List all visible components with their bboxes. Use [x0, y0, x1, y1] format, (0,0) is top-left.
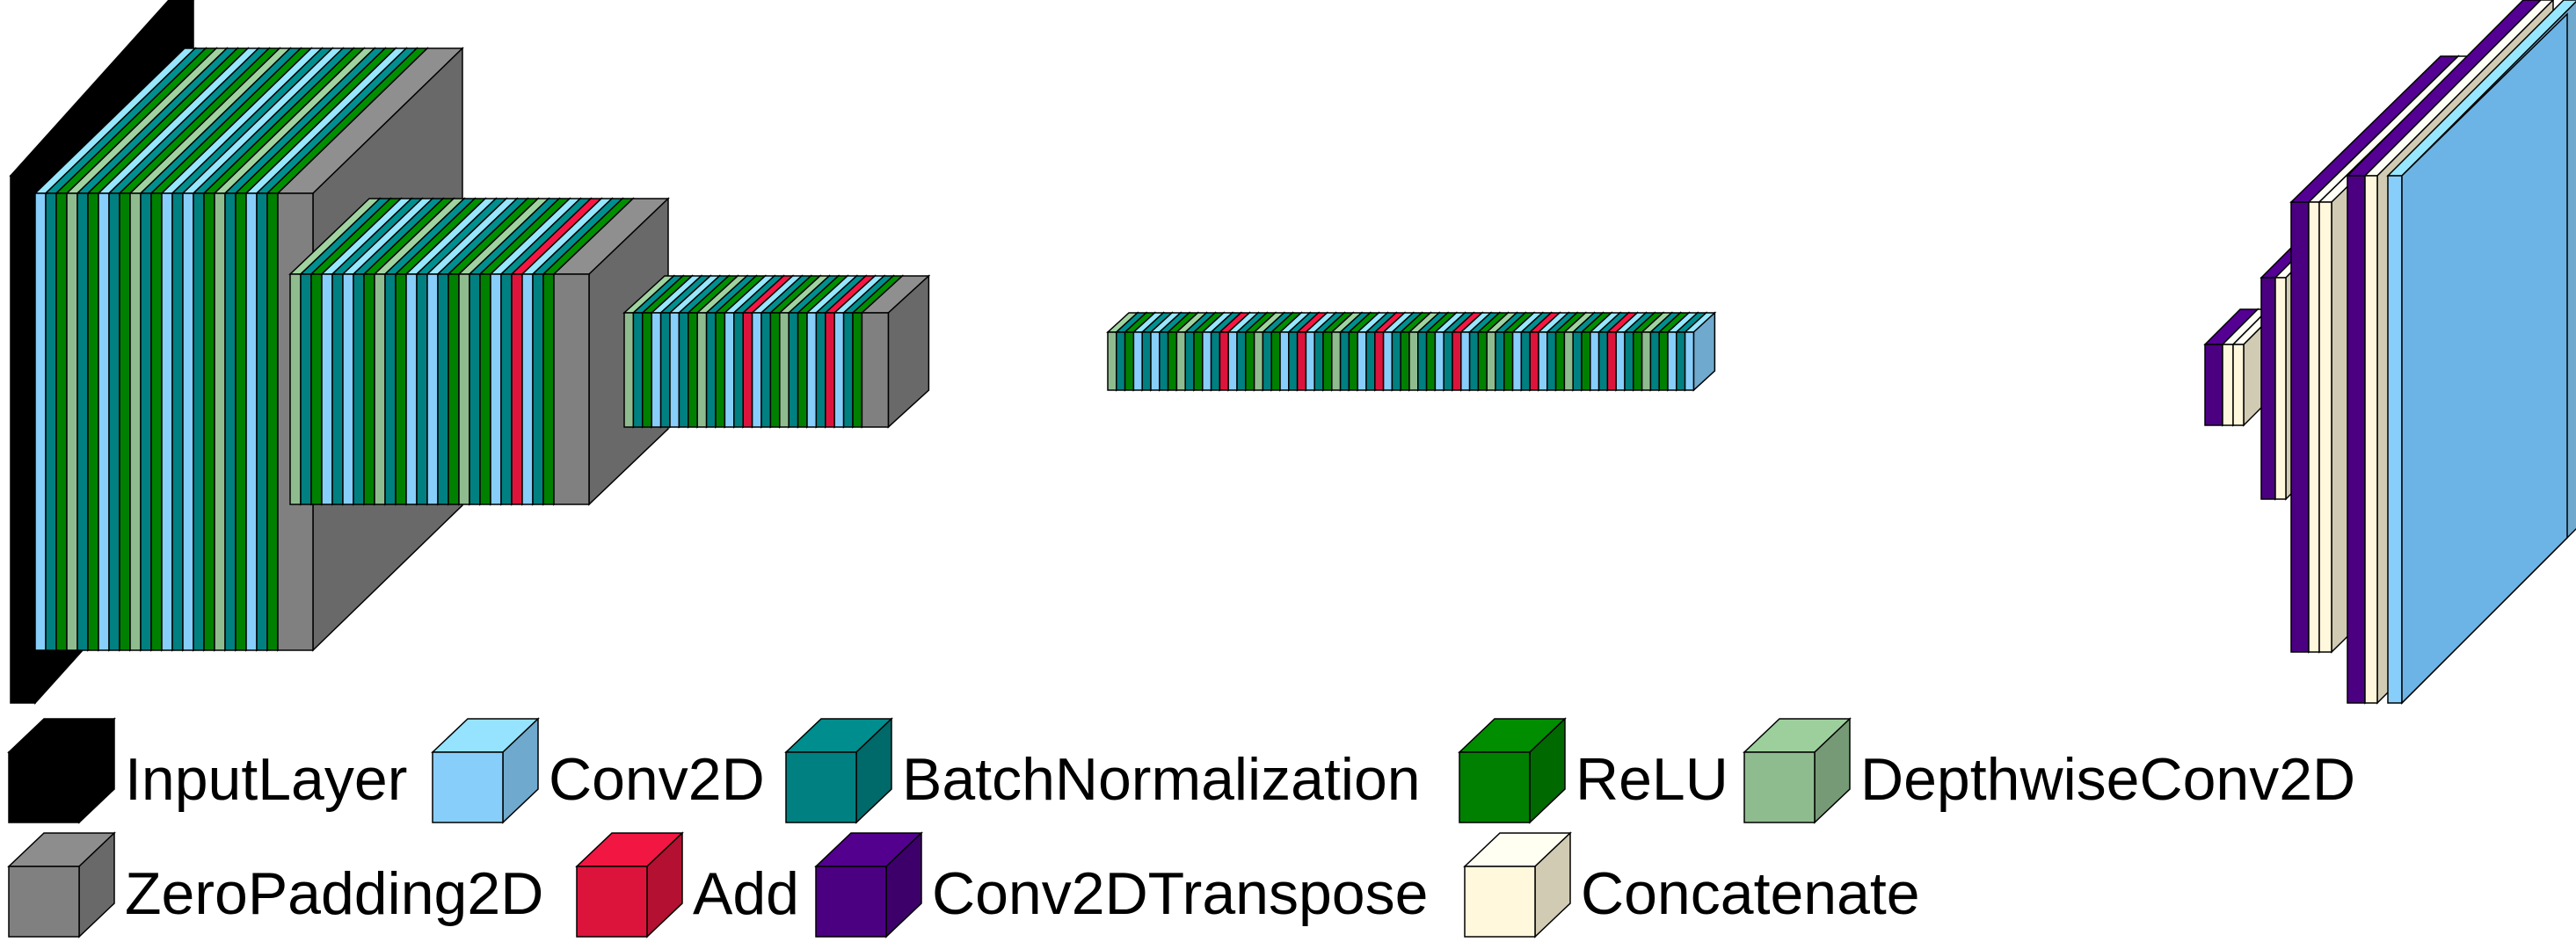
conv-layer-stage4-67 [1683, 311, 1717, 392]
legend-label: Conv2DTranspose [932, 860, 1428, 927]
legend-swatch [8, 866, 80, 938]
legend-item-concat: Concatenate [1463, 831, 1920, 938]
legend-label: ReLU [1575, 746, 1728, 813]
legend-swatch [815, 866, 887, 938]
zp-layer-stage3-26 [860, 274, 931, 429]
legend-swatch [8, 751, 80, 823]
legend-label: ZeroPadding2D [125, 860, 543, 927]
legend-swatch [1743, 751, 1816, 823]
legend-label: BatchNormalization [902, 746, 1421, 813]
legend-swatch [432, 751, 504, 823]
legend-label: Conv2D [549, 746, 765, 813]
legend-label: InputLayer [125, 746, 407, 813]
layer-stack [9, 0, 2576, 705]
legend-item-add: Add [575, 831, 799, 938]
legend: InputLayer Conv2D BatchNormalization ReLU De… [7, 717, 2355, 938]
legend-item-relu: ReLU [1458, 717, 1728, 824]
legend-swatch [785, 751, 857, 823]
legend-item-input: InputLayer [7, 717, 407, 824]
conv-layer-output [2401, 12, 2568, 705]
legend-label: Add [693, 860, 799, 927]
legend-swatch [1464, 866, 1536, 938]
legend-item-dw: DepthwiseConv2D [1743, 717, 2355, 824]
legend-swatch [1459, 751, 1531, 823]
legend-item-zp: ZeroPadding2D [7, 831, 543, 938]
legend-item-bn: BatchNormalization [784, 717, 1421, 824]
legend-label: DepthwiseConv2D [1860, 746, 2355, 813]
legend-item-convT: Conv2DTranspose [814, 831, 1428, 938]
legend-swatch [576, 866, 648, 938]
legend-item-conv: Conv2D [431, 717, 765, 824]
legend-label: Concatenate [1581, 860, 1920, 927]
